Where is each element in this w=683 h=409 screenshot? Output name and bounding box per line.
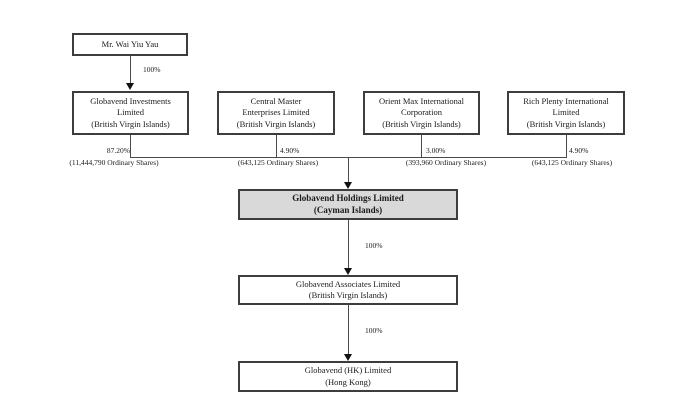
stub-investments xyxy=(130,135,131,158)
stub-rich-plenty xyxy=(566,135,567,158)
shareholder-jurisdiction: (British Virgin Islands) xyxy=(382,118,461,129)
shareholder-name-line: Limited xyxy=(117,107,144,118)
shareholder-box-orient-max: Orient Max International Corporation (Br… xyxy=(363,91,480,135)
hk-company-jurisdiction: (Hong Kong) xyxy=(325,376,371,387)
owner-pct-label: 100% xyxy=(143,65,161,74)
hk-company-box: Globavend (HK) Limited (Hong Kong) xyxy=(238,361,458,392)
holding-company-jurisdiction: (Cayman Islands) xyxy=(313,204,383,215)
connector-holdings-associates xyxy=(348,220,349,268)
holding-company-name: Globavend Holdings Limited xyxy=(292,192,404,203)
owner-name: Mr. Wai Yiu Yau xyxy=(101,38,159,49)
shareholder-name-line: Enterprises Limited xyxy=(242,107,310,118)
shareholder-jurisdiction: (British Virgin Islands) xyxy=(236,118,316,129)
shareholder-box-central-master: Central Master Enterprises Limited (Brit… xyxy=(217,91,335,135)
pct-label-central-master: 4.90% xyxy=(280,146,300,155)
shares-label-investments: (11,444,790 Ordinary Shares) xyxy=(69,158,159,167)
connector-owner-investments xyxy=(130,56,131,84)
shares-label-central-master: (643,125 Ordinary Shares) xyxy=(237,158,319,167)
pct-label-investments: 87.20% xyxy=(106,146,130,155)
arrowhead-bus-holdings xyxy=(344,182,352,189)
connector-associates-hk xyxy=(348,305,349,354)
pct-label-orient-max: 3.00% xyxy=(426,146,446,155)
shareholder-name-line: Rich Plenty International xyxy=(523,96,609,107)
shareholder-box-globavend-investments: Globavend Investments Limited (British V… xyxy=(72,91,189,135)
holding-company-box: Globavend Holdings Limited (Cayman Islan… xyxy=(238,189,458,220)
arrowhead-holdings-associates xyxy=(344,268,352,275)
owner-box: Mr. Wai Yiu Yau xyxy=(72,33,188,56)
shareholder-box-rich-plenty: Rich Plenty International Limited (Briti… xyxy=(507,91,625,135)
hk-company-name: Globavend (HK) Limited xyxy=(304,365,392,376)
pct-label-rich-plenty: 4.90% xyxy=(569,146,589,155)
shares-label-rich-plenty: (643,125 Ordinary Shares) xyxy=(531,158,613,167)
shareholder-name-line: Central Master xyxy=(250,96,302,107)
stub-central-master xyxy=(276,135,277,158)
associates-jurisdiction: (British Virgin Islands) xyxy=(308,290,388,300)
arrowhead-owner-investments xyxy=(126,83,134,90)
arrowhead-associates-hk xyxy=(344,354,352,361)
stub-orient-max xyxy=(421,135,422,158)
associates-box: Globavend Associates Limited (British Vi… xyxy=(238,275,458,305)
shareholder-name-line: Limited xyxy=(552,107,580,118)
shareholder-jurisdiction: (British Virgin Islands) xyxy=(91,118,170,129)
connector-bus-holdings xyxy=(348,157,349,182)
associates-hk-pct-label: 100% xyxy=(365,326,383,335)
associates-name: Globavend Associates Limited xyxy=(295,278,401,289)
shareholder-name-line: Corporation xyxy=(400,107,443,118)
shares-label-orient-max: (393,960 Ordinary Shares) xyxy=(405,158,487,167)
shareholder-name-line: Globavend Investments xyxy=(90,96,171,107)
shareholder-jurisdiction: (British Virgin Islands) xyxy=(526,118,606,129)
shareholder-name-line: Orient Max International xyxy=(379,96,464,107)
holdings-associates-pct-label: 100% xyxy=(365,241,383,250)
